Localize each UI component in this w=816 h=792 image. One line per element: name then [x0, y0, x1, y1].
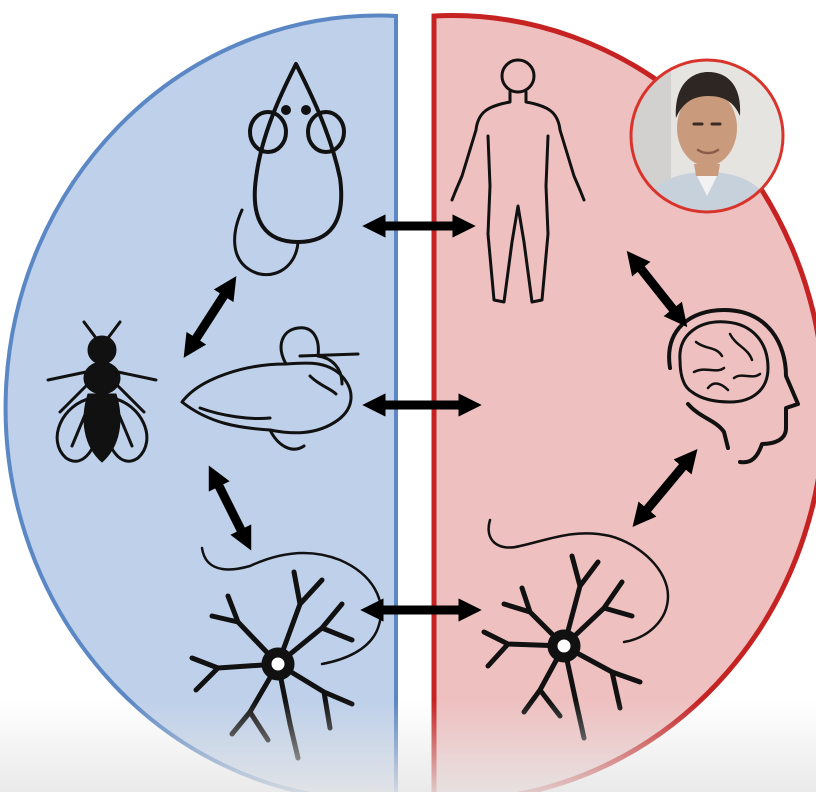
person-photo — [631, 60, 783, 212]
model-organism-panel — [6, 16, 396, 792]
bottom-fade — [0, 700, 816, 792]
